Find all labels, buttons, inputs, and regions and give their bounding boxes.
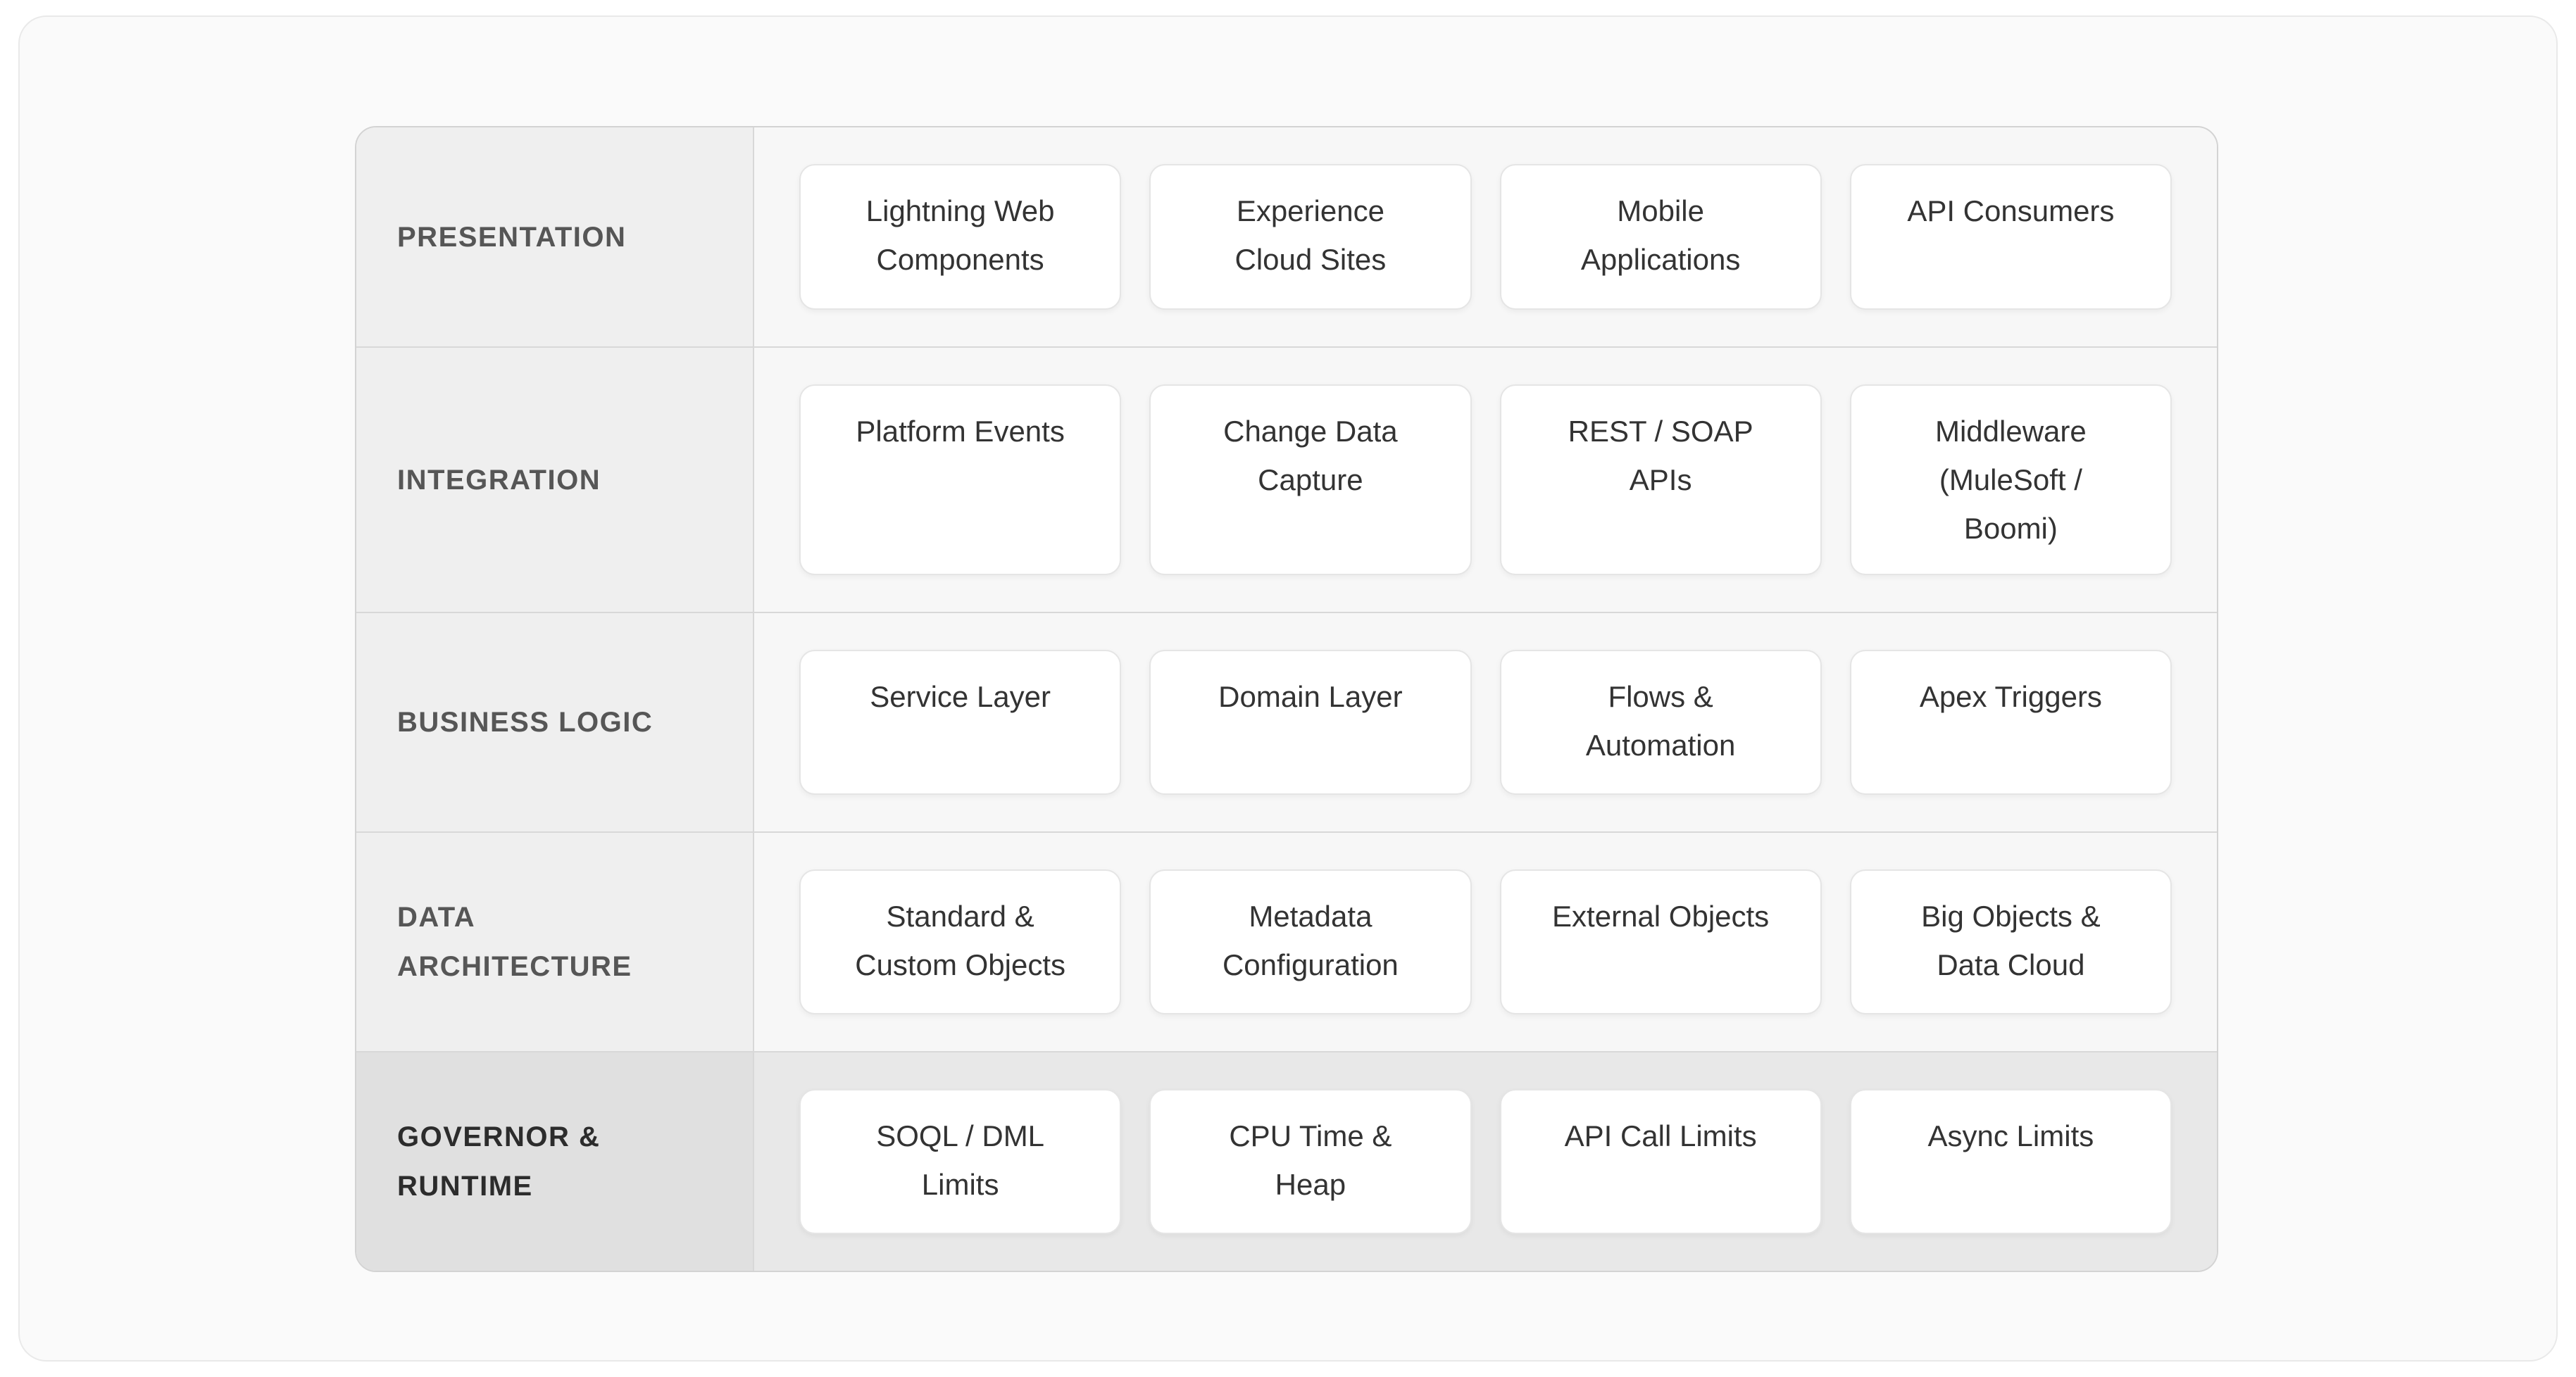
layer-row-integration: INTEGRATION Platform Events Change Data … bbox=[356, 346, 2217, 612]
layer-row-business-logic: BUSINESS LOGIC Service Layer Domain Laye… bbox=[356, 612, 2217, 831]
layer-cards-business-logic: Service Layer Domain Layer Flows & Autom… bbox=[754, 613, 2217, 831]
architecture-layers-table: PRESENTATION Lightning Web Components Ex… bbox=[355, 126, 2218, 1272]
layer-label-integration: INTEGRATION bbox=[356, 348, 754, 612]
component-card-middleware: Middleware (MuleSoft / Boomi) bbox=[1849, 384, 2172, 575]
layer-cards-integration: Platform Events Change Data Capture REST… bbox=[754, 348, 2217, 612]
component-card-standard-custom-objects: Standard & Custom Objects bbox=[799, 869, 1122, 1014]
component-card-big-objects-data-cloud: Big Objects & Data Cloud bbox=[1849, 869, 2172, 1014]
component-card-mobile-applications: Mobile Applications bbox=[1499, 164, 1822, 310]
component-card-domain-layer: Domain Layer bbox=[1149, 650, 1472, 795]
component-card-experience-cloud-sites: Experience Cloud Sites bbox=[1149, 164, 1472, 310]
layer-cards-governor-runtime: SOQL / DML Limits CPU Time & Heap API Ca… bbox=[754, 1052, 2217, 1271]
component-card-soql-dml-limits: SOQL / DML Limits bbox=[799, 1089, 1122, 1234]
component-card-apex-triggers: Apex Triggers bbox=[1849, 650, 2172, 795]
background-panel: PRESENTATION Lightning Web Components Ex… bbox=[18, 15, 2558, 1362]
layer-label-business-logic: BUSINESS LOGIC bbox=[356, 613, 754, 831]
layer-label-presentation: PRESENTATION bbox=[356, 127, 754, 346]
component-card-lightning-web-components: Lightning Web Components bbox=[799, 164, 1122, 310]
component-card-external-objects: External Objects bbox=[1499, 869, 1822, 1014]
layer-row-data-architecture: DATA ARCHITECTURE Standard & Custom Obje… bbox=[356, 831, 2217, 1051]
component-card-api-call-limits: API Call Limits bbox=[1499, 1089, 1822, 1234]
component-card-service-layer: Service Layer bbox=[799, 650, 1122, 795]
component-card-async-limits: Async Limits bbox=[1849, 1089, 2172, 1234]
component-card-api-consumers: API Consumers bbox=[1849, 164, 2172, 310]
component-card-cpu-time-heap: CPU Time & Heap bbox=[1149, 1089, 1472, 1234]
layer-cards-data-architecture: Standard & Custom Objects Metadata Confi… bbox=[754, 833, 2217, 1051]
layer-label-data-architecture: DATA ARCHITECTURE bbox=[356, 833, 754, 1051]
layer-label-governor-runtime: GOVERNOR & RUNTIME bbox=[356, 1052, 754, 1271]
component-card-metadata-configuration: Metadata Configuration bbox=[1149, 869, 1472, 1014]
component-card-change-data-capture: Change Data Capture bbox=[1149, 384, 1472, 575]
component-card-flows-automation: Flows & Automation bbox=[1499, 650, 1822, 795]
layer-row-governor-runtime: GOVERNOR & RUNTIME SOQL / DML Limits CPU… bbox=[356, 1051, 2217, 1271]
component-card-platform-events: Platform Events bbox=[799, 384, 1122, 575]
component-card-rest-soap-apis: REST / SOAP APIs bbox=[1499, 384, 1822, 575]
layer-row-presentation: PRESENTATION Lightning Web Components Ex… bbox=[356, 127, 2217, 346]
layer-cards-presentation: Lightning Web Components Experience Clou… bbox=[754, 127, 2217, 346]
